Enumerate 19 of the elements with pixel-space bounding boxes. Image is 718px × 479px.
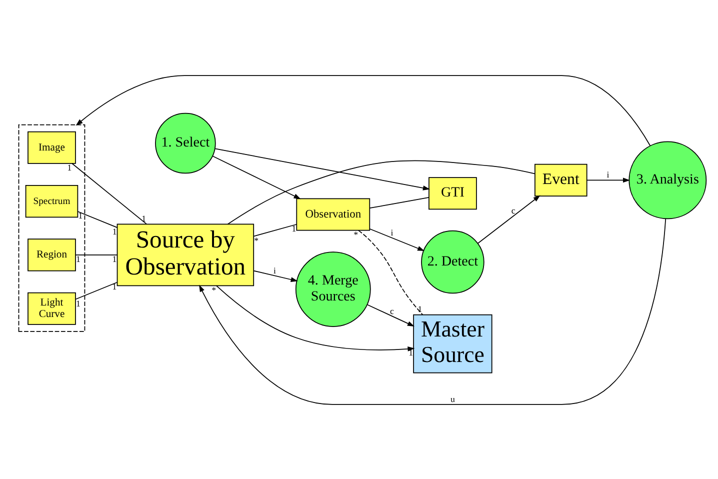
label: 1 xyxy=(292,222,296,233)
label: 1 xyxy=(142,212,146,223)
label: 1 xyxy=(67,162,72,172)
label: * xyxy=(354,228,358,239)
label: * xyxy=(254,234,259,245)
label: 1 xyxy=(112,253,117,264)
label: 1 xyxy=(76,298,80,308)
edge-label: i xyxy=(273,264,276,275)
label: 1 xyxy=(408,347,413,358)
label: 1 xyxy=(78,210,83,220)
edge-label: u xyxy=(450,393,455,404)
edge-label: c xyxy=(390,305,394,316)
edge-label: i xyxy=(606,169,610,180)
label: 1 xyxy=(76,253,80,264)
edge-label: c xyxy=(511,205,516,216)
label: 1 xyxy=(112,280,117,291)
label: 1 xyxy=(112,226,117,236)
edge-label: i xyxy=(390,227,394,238)
label: * xyxy=(212,284,216,294)
